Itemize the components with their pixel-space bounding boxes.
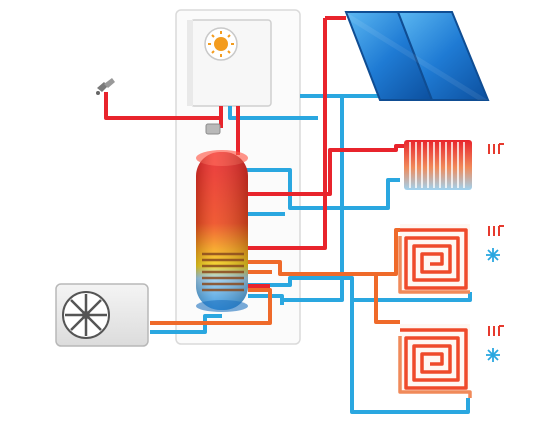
hot-water-cylinder	[196, 150, 248, 312]
floor-upper-cool-icon	[486, 248, 500, 262]
underfloor-loop-lower	[398, 324, 472, 398]
warm-pipes	[150, 228, 400, 325]
floor-upper-heat-icon	[488, 225, 504, 236]
cylinder-valve	[205, 123, 221, 135]
radiator	[404, 140, 472, 190]
cold-pipes	[150, 94, 472, 414]
fan-icon	[62, 291, 110, 339]
boiler-sun-icon	[204, 27, 238, 61]
hot-pipes	[104, 16, 404, 288]
solar-collector	[344, 11, 490, 101]
underfloor-loop-upper	[398, 224, 470, 294]
hot-water-tap	[96, 78, 115, 95]
heat-pump-outdoor-unit	[55, 283, 149, 347]
floor-lower-heat-icon	[488, 325, 504, 336]
boiler-unit	[187, 19, 272, 107]
floor-lower-cool-icon	[486, 348, 500, 362]
cylinder-coil	[202, 252, 244, 292]
radiator-heat-icon	[488, 143, 504, 154]
